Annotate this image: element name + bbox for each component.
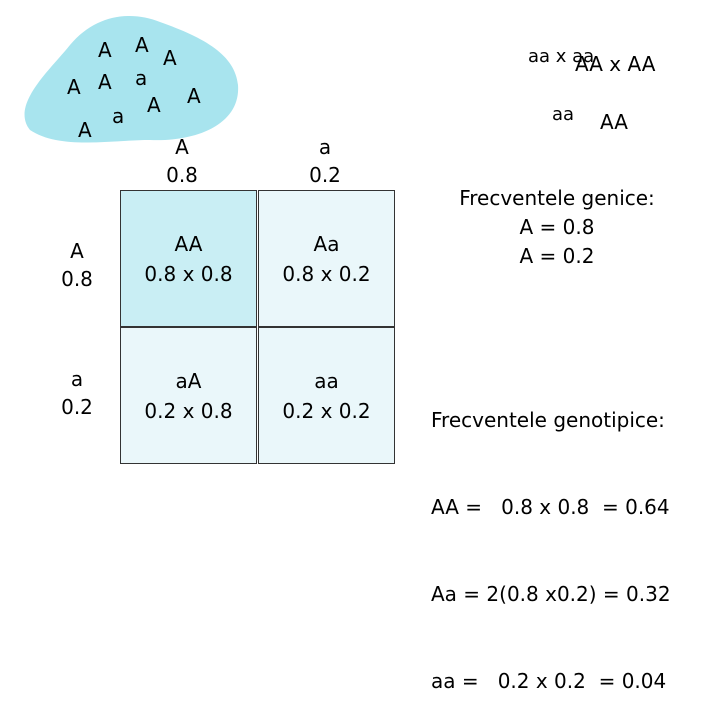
- allele-label: a: [112, 106, 124, 126]
- genotype-freq-title: Frecventele genotipice:: [431, 406, 671, 435]
- cross-result-aa: aa: [552, 104, 574, 125]
- gene-freq-title: Frecventele genice:: [452, 184, 662, 213]
- cell-genotype: aA: [176, 366, 202, 396]
- row-allele: a: [47, 365, 107, 393]
- punnett-cell-Aa: Aa 0.8 x 0.2: [258, 190, 395, 327]
- punnett-cell-aa: aa 0.2 x 0.2: [258, 327, 395, 464]
- allele-label: a: [135, 68, 147, 88]
- column-header-A: A 0.8: [120, 133, 244, 189]
- cell-calc: 0.2 x 0.8: [144, 396, 232, 426]
- column-header-a: a 0.2: [263, 133, 387, 189]
- gene-freq-line: A = 0.8: [452, 213, 662, 242]
- cell-calc: 0.8 x 0.8: [144, 259, 232, 289]
- allele-label: A: [147, 95, 161, 115]
- row-freq: 0.2: [47, 393, 107, 421]
- allele-label: A: [163, 48, 177, 68]
- allele-label: A: [67, 77, 81, 97]
- cross-AA-AA: AA x AA: [575, 52, 655, 76]
- genotype-freq-line: AA = 0.8 x 0.8 = 0.64: [431, 493, 671, 522]
- cell-calc: 0.8 x 0.2: [282, 259, 370, 289]
- gene-frequencies: Frecventele genice: A = 0.8 A = 0.2: [452, 184, 662, 271]
- genotype-freq-line: Aa = 2(0.8 x0.2) = 0.32: [431, 580, 671, 609]
- genotype-freq-line: aa = 0.2 x 0.2 = 0.04: [431, 667, 671, 696]
- allele-label: A: [135, 35, 149, 55]
- cell-calc: 0.2 x 0.2: [282, 396, 370, 426]
- punnett-cell-AA: AA 0.8 x 0.8: [120, 190, 257, 327]
- cell-genotype: AA: [175, 229, 203, 259]
- column-allele: A: [120, 133, 244, 161]
- allele-label: A: [98, 72, 112, 92]
- punnett-cell-aA: aA 0.2 x 0.8: [120, 327, 257, 464]
- cell-genotype: Aa: [314, 229, 340, 259]
- column-freq: 0.8: [120, 161, 244, 189]
- row-header-A: A 0.8: [47, 237, 107, 293]
- row-header-a: a 0.2: [47, 365, 107, 421]
- cross-result-AA: AA: [600, 110, 628, 134]
- gene-freq-line: A = 0.2: [452, 242, 662, 271]
- genotype-frequencies: Frecventele genotipice: AA = 0.8 x 0.8 =…: [431, 348, 671, 725]
- row-freq: 0.8: [47, 265, 107, 293]
- row-allele: A: [47, 237, 107, 265]
- allele-label: A: [78, 120, 92, 140]
- cell-genotype: aa: [314, 366, 339, 396]
- allele-label: A: [187, 86, 201, 106]
- allele-label: A: [98, 40, 112, 60]
- column-freq: 0.2: [263, 161, 387, 189]
- column-allele: a: [263, 133, 387, 161]
